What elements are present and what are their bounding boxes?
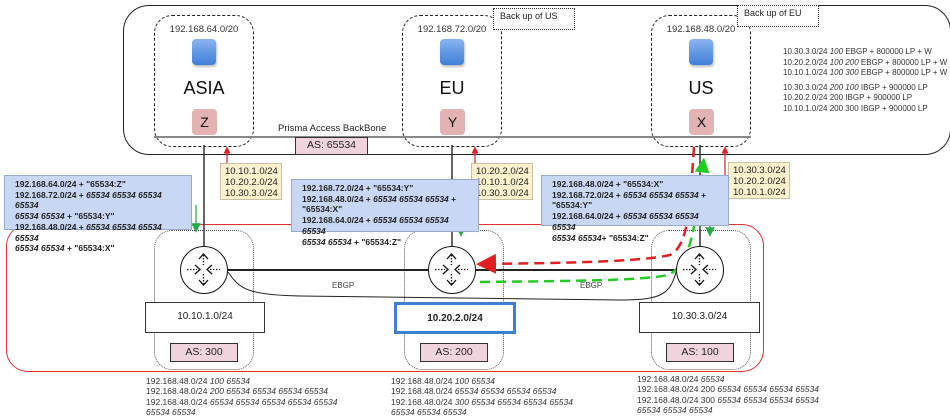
route-row: 192.168.48.0/24 65534 65534 65534 65534 — [391, 386, 557, 397]
as-site-100 — [651, 230, 751, 370]
pref-ibgp-0: 10.30.3.0/24 200 100 IBGP + 900000 LP — [783, 82, 928, 92]
route-line: 65534 65534 + "65534:Y" — [15, 211, 115, 222]
route-line: 192.168.72.0/24 + "65534:Y" — [302, 183, 414, 193]
route-line: "65534:Y" — [552, 200, 593, 211]
pref-ibgp-1: 10.20.2.0/24 200 IBGP + 900000 LP — [783, 93, 913, 102]
pref-ebgp-0: 10.30.3.0/24 100 EBGP + 800000 LP + W — [783, 47, 932, 56]
advertised-up-x: 10.30.3.0/24 10.20.2.0/24 10.10.1.0/24 — [728, 162, 790, 199]
ebgp-link-300-100 — [227, 271, 677, 301]
route-line: 192.168.72.0/24 + 65534 65534 65534 6553… — [15, 189, 162, 211]
route-line: 192.168.48.0/24 + 65534 65534 65534 + — [302, 193, 457, 204]
route-row: 65534 65534 — [146, 407, 196, 418]
node-tag-z[interactable]: Z — [192, 109, 217, 135]
prisma-access-backbone — [123, 5, 950, 155]
advertised-down-as300: 192.168.64.0/24 + "65534:Z" 192.168.72.0… — [4, 175, 192, 253]
route-line: "65534:X" — [302, 204, 343, 215]
site-icon — [689, 39, 713, 65]
site-us[interactable]: 192.168.48.0/20 US X — [651, 15, 751, 147]
route-line: 192.168.72.0/24 + 65534 65534 65534 + — [552, 189, 707, 200]
route-line: 192.168.48.0/24 + "65534:X" — [552, 179, 664, 189]
ebgp-label: EBGP — [332, 281, 355, 290]
route-row: 192.168.48.0/24 200 65534 65534 65534 65… — [146, 386, 328, 397]
subnet-box-as200[interactable]: 10.20.2.0/24 — [394, 302, 516, 334]
route-line: 65534 65534 + "65534:X" — [15, 243, 115, 254]
node-tag-x[interactable]: X — [689, 109, 714, 135]
route-line: 65534 65534 + "65534:Z" — [302, 236, 402, 247]
pref-ibgp-2: 10.10.1.0/24 200 300 IBGP + 900000 LP — [783, 103, 928, 113]
prefix: 10.20.2.0/24 — [476, 166, 529, 177]
site-icon — [192, 39, 216, 65]
router-icon — [435, 253, 468, 286]
site-eu[interactable]: 192.168.72.0/20 EU Y — [402, 15, 502, 147]
route-table-as200: 192.168.48.0/24 100 65534 192.168.48.0/2… — [391, 376, 573, 418]
as-badge-200: AS: 200 — [420, 343, 488, 362]
route-row: 65534 65534 65534 — [391, 407, 467, 418]
route-row: 192.168.48.0/24 300 65534 65534 65534 65… — [637, 394, 819, 405]
route-table-as300: 192.168.48.0/24 100 65534 192.168.48.0/2… — [146, 376, 337, 418]
route-row: 192.168.48.0/24 100 65534 — [146, 376, 250, 386]
ebgp-label: EBGP — [580, 281, 603, 290]
site-asia[interactable]: 192.168.64.0/20 ASIA Z — [154, 15, 254, 147]
backbone-label: Prisma Access BackBone — [278, 123, 387, 134]
route-line: 192.168.48.0/24 + 65534 65534 65534 6553… — [15, 221, 162, 243]
advertised-down-as100: 192.168.48.0/24 + "65534:X" 192.168.72.0… — [541, 175, 729, 243]
route-row: 192.168.48.0/24 300 65534 65534 65534 65… — [391, 396, 573, 407]
pref-ebgp-2: 10.10.1.0/24 100 300 EBGP + 800000 LP + … — [783, 68, 948, 77]
site-cidr: 192.168.48.0/20 — [666, 24, 736, 35]
router-icon — [683, 253, 716, 286]
router-as100[interactable] — [676, 246, 724, 294]
pref-ebgp-1: 10.20.2.0/24 100 200 EBGP + 800000 LP + … — [783, 57, 948, 67]
prefix: 10.10.1.0/24 — [476, 177, 529, 188]
prefix: 10.30.3.0/24 — [733, 165, 786, 176]
router-icon — [187, 253, 220, 286]
site-icon — [440, 39, 464, 65]
route-line: 65534 65534+ "65534:Z" — [552, 232, 649, 243]
subnet-box-as300[interactable]: 10.10.1.0/24 — [145, 302, 265, 333]
advertised-down-as200: 192.168.72.0/24 + "65534:Y" 192.168.48.0… — [291, 179, 479, 247]
us-route-preferences: 10.30.3.0/24 100 EBGP + 800000 LP + W 10… — [783, 47, 947, 114]
route-table-as100: 192.168.48.0/24 65534 192.168.48.0/24 20… — [637, 374, 819, 416]
prefix: 10.20.2.0/24 — [733, 176, 786, 187]
router-as300[interactable] — [180, 246, 228, 294]
route-row: 192.168.48.0/24 200 65534 65534 65534 65… — [637, 384, 819, 395]
as-badge-100: AS: 100 — [666, 343, 734, 362]
site-cidr: 192.168.72.0/20 — [417, 24, 487, 35]
site-name: ASIA — [183, 78, 225, 98]
prefix: 10.10.1.0/24 — [733, 187, 786, 198]
node-tag-y[interactable]: Y — [440, 109, 465, 135]
route-line: 192.168.64.0/24 + 65534 65534 65534 6553… — [552, 211, 699, 232]
route-row: 192.168.48.0/24 65534 — [637, 374, 725, 384]
site-cidr: 192.168.64.0/20 — [169, 24, 239, 35]
backup-note-eu: Back up of US — [493, 8, 575, 30]
prefix: 10.30.3.0/24 — [225, 188, 278, 199]
advertised-up-z: 10.10.1.0/24 10.20.2.0/24 10.30.3.0/24 — [220, 163, 282, 200]
backbone-line — [154, 136, 751, 138]
route-row: 192.168.48.0/24 65534 65534 65534 65534 … — [146, 396, 338, 407]
advertised-up-y: 10.20.2.0/24 10.10.1.0/24 10.30.3.0/24 — [471, 163, 533, 200]
prefix: 10.20.2.0/24 — [225, 177, 278, 188]
prefix: 10.30.3.0/24 — [476, 188, 529, 199]
route-line: 192.168.64.0/24 + 65534 65534 65534 6553… — [302, 215, 449, 236]
backup-note-us: Back up of EU — [737, 5, 819, 27]
route-row: 192.168.48.0/24 100 65534 — [391, 376, 495, 386]
site-name: EU — [439, 78, 465, 98]
route-row: 65534 65534 65534 — [637, 405, 713, 416]
backup-path-arrow — [479, 157, 710, 284]
subnet-box-as100[interactable]: 10.30.3.0/24 — [639, 302, 760, 333]
site-name: US — [688, 78, 714, 98]
prefix: 10.10.1.0/24 — [225, 166, 278, 177]
route-line: 192.168.64.0/24 + "65534:Z" — [15, 179, 126, 189]
as-badge-300: AS: 300 — [170, 343, 238, 362]
router-as200[interactable] — [428, 246, 476, 294]
as-badge-backbone: AS: 65534 — [295, 137, 368, 155]
